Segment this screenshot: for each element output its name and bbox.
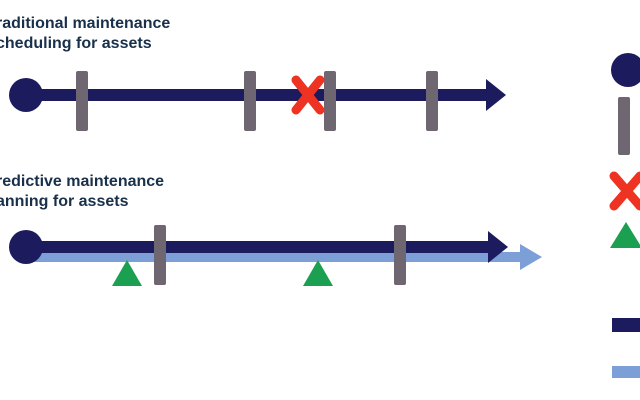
- maintenance-marker: [324, 71, 336, 131]
- legend-cross-icon: [609, 171, 640, 211]
- inspection-triangle-icon: [112, 260, 142, 286]
- legend-bar-icon: [618, 97, 630, 155]
- timeline-arrowhead: [486, 79, 506, 111]
- predictive-maintenance-label: redictive maintenance anning for assets: [0, 173, 165, 210]
- legend-circle-icon: [611, 53, 640, 87]
- maintenance-marker: [154, 225, 166, 285]
- maintenance-marker: [244, 71, 256, 131]
- legend: [609, 53, 640, 378]
- legend-light-arrow-icon: [612, 366, 640, 378]
- traditional-maintenance-label: raditional maintenance cheduling for ass…: [0, 15, 171, 52]
- legend-dark-arrow-icon: [612, 318, 640, 332]
- maintenance-marker: [394, 225, 406, 285]
- predictive-timeline: [9, 225, 542, 286]
- legend-triangle-icon: [610, 222, 640, 248]
- timeline-arrowhead: [488, 231, 508, 263]
- traditional-timeline: [9, 71, 506, 131]
- failure-cross-icon: [291, 75, 325, 115]
- inspection-triangle-icon: [303, 260, 333, 286]
- start-circle-icon: [9, 78, 43, 112]
- maintenance-marker: [426, 71, 438, 131]
- start-circle-icon: [9, 230, 43, 264]
- predicted-arrowhead: [520, 244, 542, 270]
- maintenance-marker: [76, 71, 88, 131]
